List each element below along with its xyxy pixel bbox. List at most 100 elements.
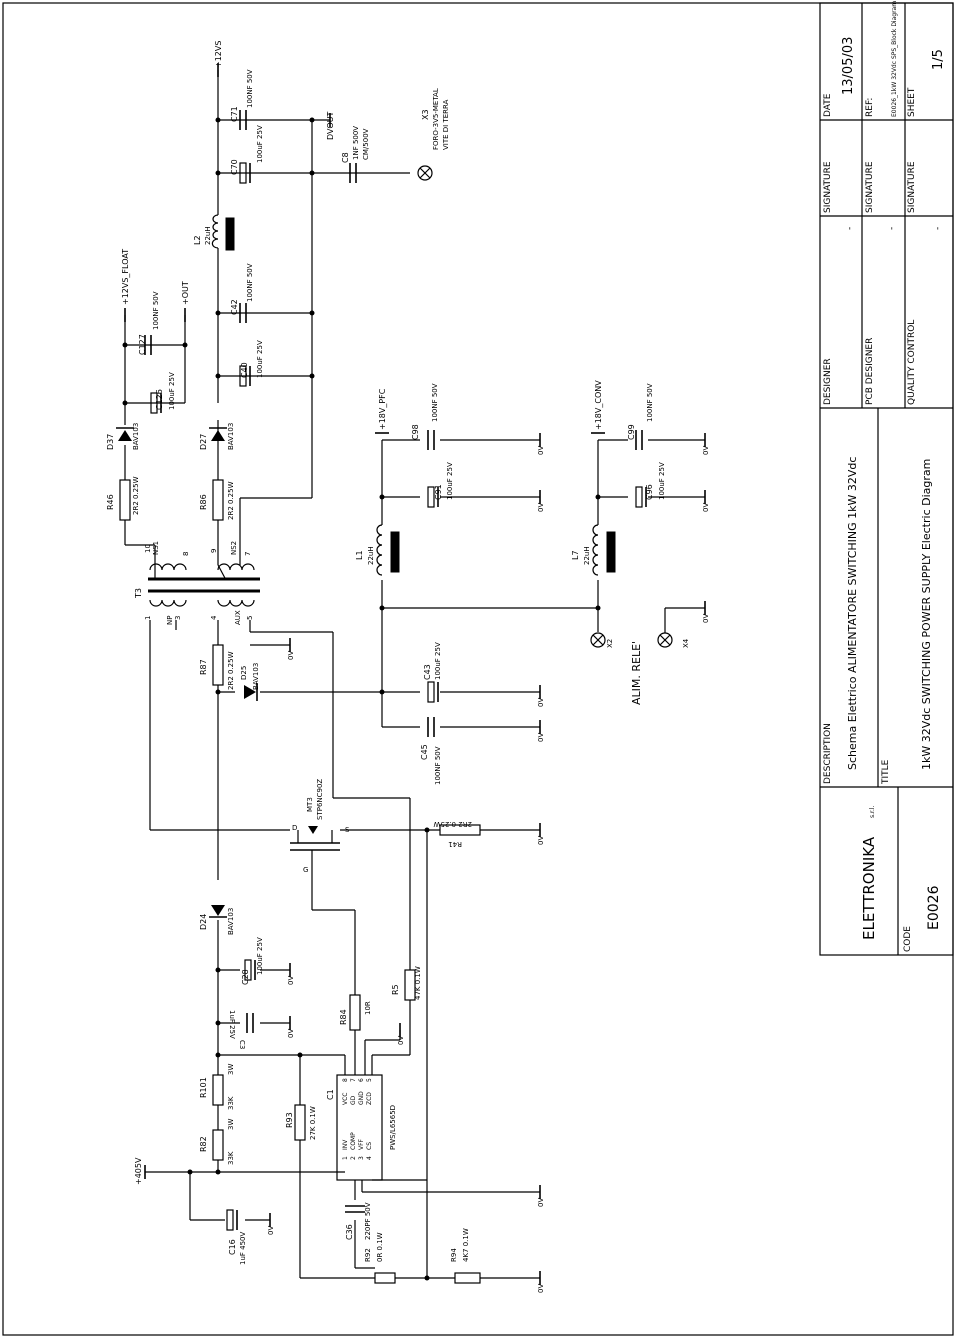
c45-ref: C45: [420, 744, 429, 760]
r92-val: 0R 0.1W: [376, 1232, 384, 1262]
d27-val: BAV103: [227, 423, 235, 450]
c1-pin-14: 8: [342, 1078, 349, 1082]
net-dvout: DVOUT: [326, 111, 335, 140]
c40-ref: C40: [240, 362, 249, 378]
tb-pcb-designer-label: PCB DESIGNER: [865, 338, 875, 405]
r46-ref: R46: [106, 494, 115, 510]
c1-pinname-6: VCC: [342, 1093, 349, 1105]
c96-ref: C96: [645, 484, 654, 500]
c98-val: 100NF 50V: [431, 383, 439, 422]
tb-description-label: DESCRIPTION: [823, 723, 833, 784]
c70-val: 100uF 25V: [256, 125, 264, 163]
tb-ref: E0026_1kW 32Vdc SPS_Block Diagram: [891, 1, 898, 117]
gnd-label-2: 0V: [537, 503, 545, 512]
alim-rele-label: ALIM. RELE': [630, 641, 643, 705]
test-points: [417, 165, 673, 648]
c43-ref: C43: [423, 664, 432, 680]
c36-ref: C36: [345, 1224, 354, 1240]
gnd-label-13: 0V: [537, 1284, 545, 1293]
r41-val: 2R2 0.25W: [433, 820, 472, 828]
c126-val: 100uF 25V: [168, 372, 176, 410]
c3-val: 1uF 25V: [228, 1010, 236, 1039]
r46-val: 2R2 0.25W: [132, 476, 140, 515]
t3-pin5: 5: [246, 616, 254, 620]
c1-pin-17: 5: [366, 1078, 373, 1082]
d27-ref: D27: [199, 434, 208, 450]
net-405v: +405V: [134, 1157, 143, 1185]
c98-ref: C98: [411, 424, 420, 440]
t3-pin9: 9: [210, 549, 218, 553]
l2-ref: L2: [193, 235, 202, 245]
t3-pin1: 1: [144, 616, 152, 620]
title-block: [819, 2, 954, 956]
c1-pin-11: 2: [350, 1156, 357, 1160]
gnd-label-3: 0V: [537, 698, 545, 707]
x3-val2: VITE DI TERRA: [442, 99, 450, 150]
tb-ref-label: REF:: [865, 98, 875, 117]
c8-ref: C8: [341, 152, 350, 163]
ic-c1-body: [336, 1074, 383, 1181]
net-18v-conv: +18V_CONV: [594, 380, 603, 430]
r87-ref: R87: [199, 659, 208, 675]
c40-val: 100uF 25V: [256, 340, 264, 378]
tb-sig-label-2: SIGNATURE: [865, 161, 875, 213]
c16-ref: C16: [228, 1239, 237, 1255]
c91-ref: C91: [434, 484, 443, 500]
x2-ref: X2: [606, 639, 614, 648]
c71-ref: C71: [230, 106, 239, 122]
l2-val: 22uH: [204, 226, 212, 245]
ground-symbols: [124, 63, 706, 1285]
c99-val: 100NF 50V: [646, 383, 654, 422]
c127-val: 100NF 50V: [152, 291, 160, 330]
mt3-g: G: [303, 866, 308, 874]
c1-pinname-7: GD: [350, 1095, 357, 1105]
c99-ref: C99: [627, 424, 636, 440]
c8-val2: CM/500V: [362, 128, 370, 160]
transformer-t3: [148, 563, 260, 607]
x3-val1: FORO-3V5-METAL: [432, 88, 440, 150]
tb-date-label: DATE: [823, 93, 833, 117]
c1-pinname-5: CS: [366, 1142, 373, 1150]
mosfet-mt3: [290, 826, 340, 860]
x4-ref: X4: [682, 638, 690, 648]
d25-ref: D25: [240, 666, 248, 680]
gnd-label-1: 0V: [537, 446, 545, 455]
tb-quality-label: QUALITY CONTROL: [907, 320, 917, 405]
c1-pin-16: 6: [358, 1078, 365, 1082]
tb-sig-value-1: -: [845, 227, 855, 230]
gnd-label-5: 0V: [537, 836, 545, 845]
r94-ref: R94: [450, 1248, 458, 1262]
t3-pin10: 10: [144, 544, 152, 553]
t3-ref: T3: [134, 588, 143, 599]
r93-val: 27K 0.1W: [309, 1106, 317, 1140]
inductor-symbols: [211, 214, 616, 576]
r5-ref: R5: [391, 984, 400, 995]
diode-symbols: [116, 427, 258, 918]
r101-val2: 3W: [227, 1064, 235, 1075]
c127-ref: C127: [138, 334, 147, 355]
c16-val: 1uF 450V: [239, 1231, 247, 1265]
r93-ref: R93: [285, 1112, 294, 1128]
gnd-label-10: 0V: [287, 1029, 295, 1038]
c1-pin-12: 3: [358, 1156, 365, 1160]
capacitor-symbols: [144, 110, 647, 1231]
gnd-label-4: 0V: [537, 733, 545, 742]
tb-company-suffix: s.r.l.: [869, 805, 876, 818]
tb-description: Schema Elettrico ALIMENTATORE SWITCHING …: [846, 457, 859, 770]
r82-val1: 33K: [227, 1151, 235, 1165]
c8-val1: 1NF 500V: [352, 126, 360, 160]
t3-pin3: 3: [174, 616, 182, 620]
junctions: [122, 117, 601, 1281]
c42-ref: C42: [230, 299, 239, 315]
r94-val: 4K7 0.1W: [462, 1228, 470, 1262]
t3-pin4: 4: [210, 615, 218, 620]
gnd-label-12: 0V: [537, 1198, 545, 1207]
c45-val: 100NF 50V: [434, 746, 442, 785]
r92-ref: R92: [364, 1248, 372, 1262]
r86-ref: R86: [199, 494, 208, 510]
mt3-s: S: [345, 826, 350, 834]
wires: [124, 70, 705, 1279]
tb-title-label: TITLE: [881, 759, 891, 785]
r41-ref: R41: [448, 840, 462, 848]
